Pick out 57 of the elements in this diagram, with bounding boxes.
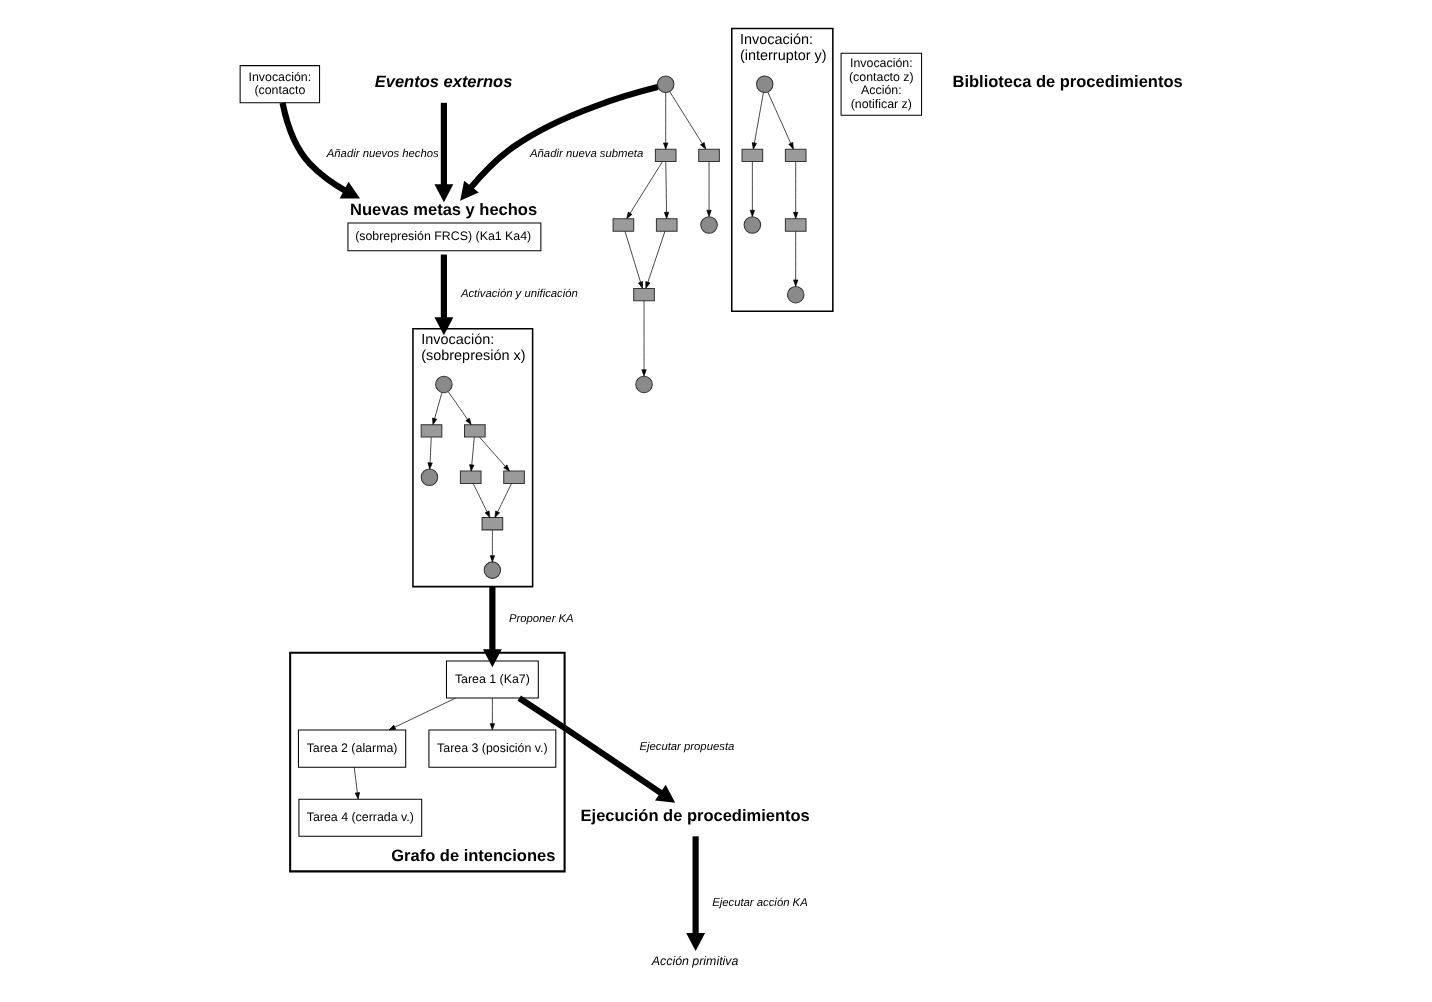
arrow [353,766,360,800]
arrow [664,161,670,219]
label: Biblioteca de procedimientos [952,73,1183,92]
arrow [434,102,454,203]
arrow [469,436,475,472]
arrow [388,697,456,731]
node-box [481,517,504,531]
arrow [751,92,764,150]
arrow [447,391,472,425]
arrow [460,84,659,201]
arrow [427,436,433,470]
node-circle [755,75,774,93]
node-circle [483,561,502,579]
node-box [612,218,635,232]
node-box [420,424,443,438]
node-box [784,218,807,232]
node-label: Nuevas metas y hechos [350,200,538,219]
arrow [494,483,512,518]
node-box [503,470,525,484]
node-box [464,424,486,438]
arrow [434,254,454,336]
node-box [741,148,764,163]
node-box [698,148,720,163]
arrow [517,695,676,803]
node-box [784,148,807,163]
node-box [633,287,655,302]
arrow [706,161,712,217]
arrow [793,231,799,287]
node-box [654,148,677,163]
arrow [663,92,669,150]
node-circle [700,216,718,234]
arrow [489,529,495,563]
arrow [793,161,799,219]
arrow [641,300,647,377]
node-circle [656,75,675,93]
node-box [459,470,482,484]
arrow [279,102,360,199]
arrow [645,231,666,289]
node-circle [743,216,762,234]
node-circle [786,285,805,304]
arrow [473,483,491,518]
arrow [626,161,663,219]
arrow [489,697,495,731]
node-circle [435,375,453,394]
node-circle [635,375,653,394]
arrow [767,91,794,150]
arrow [749,161,755,217]
node-text: Ejecución de procedimientos [580,806,810,825]
arrow [479,436,510,472]
arrow [432,392,443,425]
arrow [669,91,706,150]
arrow [686,836,706,952]
node-text: Eventos externos [374,73,513,92]
arrow [624,231,643,289]
node-circle [420,468,439,487]
arrow [482,586,502,668]
node-box [655,218,678,232]
